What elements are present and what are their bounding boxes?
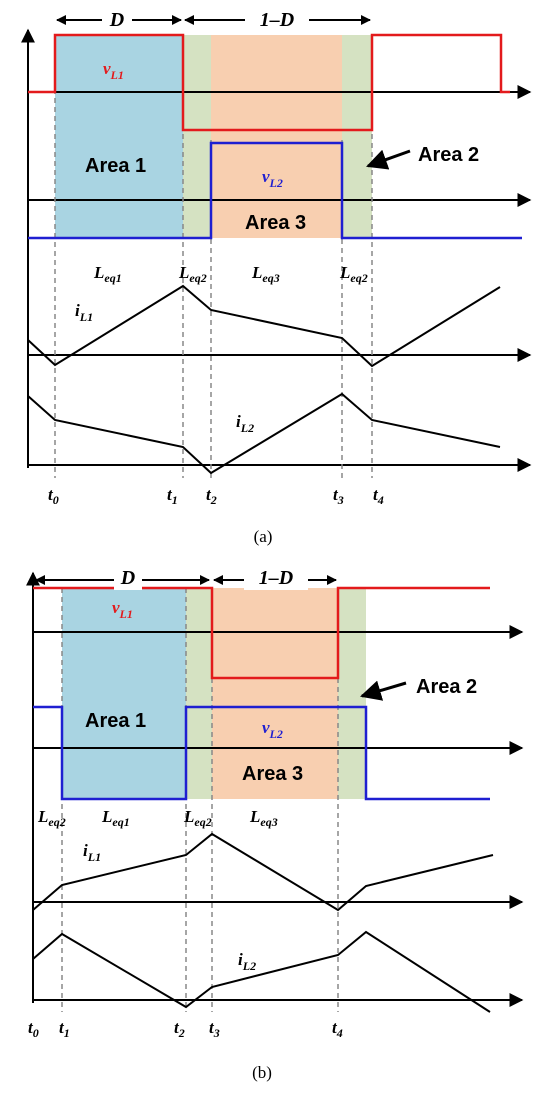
panel-a-1-D-label: 1–D <box>260 9 294 31</box>
panel-b-time-labels: t0 t1 t2 t3 t4 <box>28 1018 343 1040</box>
panel-a-t1: t1 <box>167 485 178 507</box>
panel-a-area2-pointer <box>366 149 411 170</box>
panel-a-area2-fill-right <box>342 35 372 238</box>
panel-a-leq-3: Leq3 <box>251 263 280 285</box>
panel-a-iL2-waveform <box>27 392 501 475</box>
panel-a-t0: t0 <box>48 485 59 507</box>
panel-b-area2-label: Area 2 <box>416 676 477 698</box>
panel-b-D-label: D <box>120 567 135 589</box>
panel-b-vL1-label: vL1 <box>112 598 133 621</box>
panel-b-iL1-label: iL1 <box>83 841 101 864</box>
panel-a-t2: t2 <box>206 485 217 507</box>
panel-b-area3-fill <box>212 588 338 799</box>
panel-a-iL1-waveform <box>27 284 501 368</box>
panel-b-area1-fill <box>62 588 186 799</box>
panel-b-area1-label: Area 1 <box>85 710 146 732</box>
panel-a-caption: (a) <box>254 527 273 546</box>
panel-b-area3-label: Area 3 <box>242 763 303 785</box>
panel-b-area2-fill-right <box>338 588 366 799</box>
panel-b-area2-pointer <box>359 680 407 701</box>
panel-a-leq-2: Leq2 <box>178 263 207 285</box>
panel-a-leq-labels: Leq1 Leq2 Leq3 Leq2 <box>93 263 368 285</box>
panel-b-iL2-label: iL2 <box>238 950 256 973</box>
panel-b-area2-fill-left <box>186 588 212 799</box>
panel-a-iL1-label: iL1 <box>75 301 93 324</box>
panel-b-vL1-waveform <box>33 586 490 680</box>
panel-a-time-labels: t0 t1 t2 t3 t4 <box>48 485 384 507</box>
panel-a-t3: t3 <box>333 485 344 507</box>
panel-b-t2: t2 <box>174 1018 185 1040</box>
panel-a-leq-1: Leq1 <box>93 263 122 285</box>
panel-b-iL1-waveform <box>32 832 494 912</box>
panel-a-area1-fill <box>55 35 183 238</box>
panel-a-vL2-waveform <box>28 141 522 240</box>
panel-b-leq-3: Leq2 <box>183 807 212 829</box>
panel-a-area2-label: Area 2 <box>418 144 479 166</box>
panel-a-iL2-label: iL2 <box>236 412 254 435</box>
panel-b-1-D-label: 1–D <box>259 567 293 589</box>
panel-a-area1-label: Area 1 <box>85 155 146 177</box>
panel-b-leq-labels: Leq2 Leq1 Leq2 Leq3 <box>37 807 278 829</box>
panel-b-t1: t1 <box>59 1018 70 1040</box>
panel-a-D-label: D <box>109 9 124 31</box>
panel-a: D 1–D vL1 vL2 Area 1 Area 3 Area 2 Leq1 … <box>21 8 532 546</box>
panel-b-t3: t3 <box>209 1018 220 1040</box>
panel-b-leq-1: Leq2 <box>37 807 66 829</box>
panel-a-vL1-waveform <box>28 33 510 132</box>
panel-b: D 1–D vL1 vL2 Area 1 Area 3 Area 2 Leq2 … <box>26 566 524 1082</box>
panel-a-area3-fill <box>211 35 342 238</box>
panel-b-leq-4: Leq3 <box>249 807 278 829</box>
panel-a-leq-4: Leq2 <box>339 263 368 285</box>
panel-b-vL2-label: vL2 <box>262 718 283 741</box>
panel-b-iL2-waveform <box>32 930 491 1013</box>
panel-b-t0: t0 <box>28 1018 39 1040</box>
panel-a-vL2-label: vL2 <box>262 167 283 190</box>
panel-a-t4: t4 <box>373 485 384 507</box>
panel-a-area2-fill-left <box>183 35 211 238</box>
panel-b-caption: (b) <box>252 1063 272 1082</box>
panel-b-t4: t4 <box>332 1018 343 1040</box>
panel-b-leq-2: Leq1 <box>101 807 130 829</box>
panel-a-area3-label: Area 3 <box>245 212 306 234</box>
panel-a-vL1-label: vL1 <box>103 59 124 82</box>
panel-b-vL2-waveform <box>33 705 490 801</box>
